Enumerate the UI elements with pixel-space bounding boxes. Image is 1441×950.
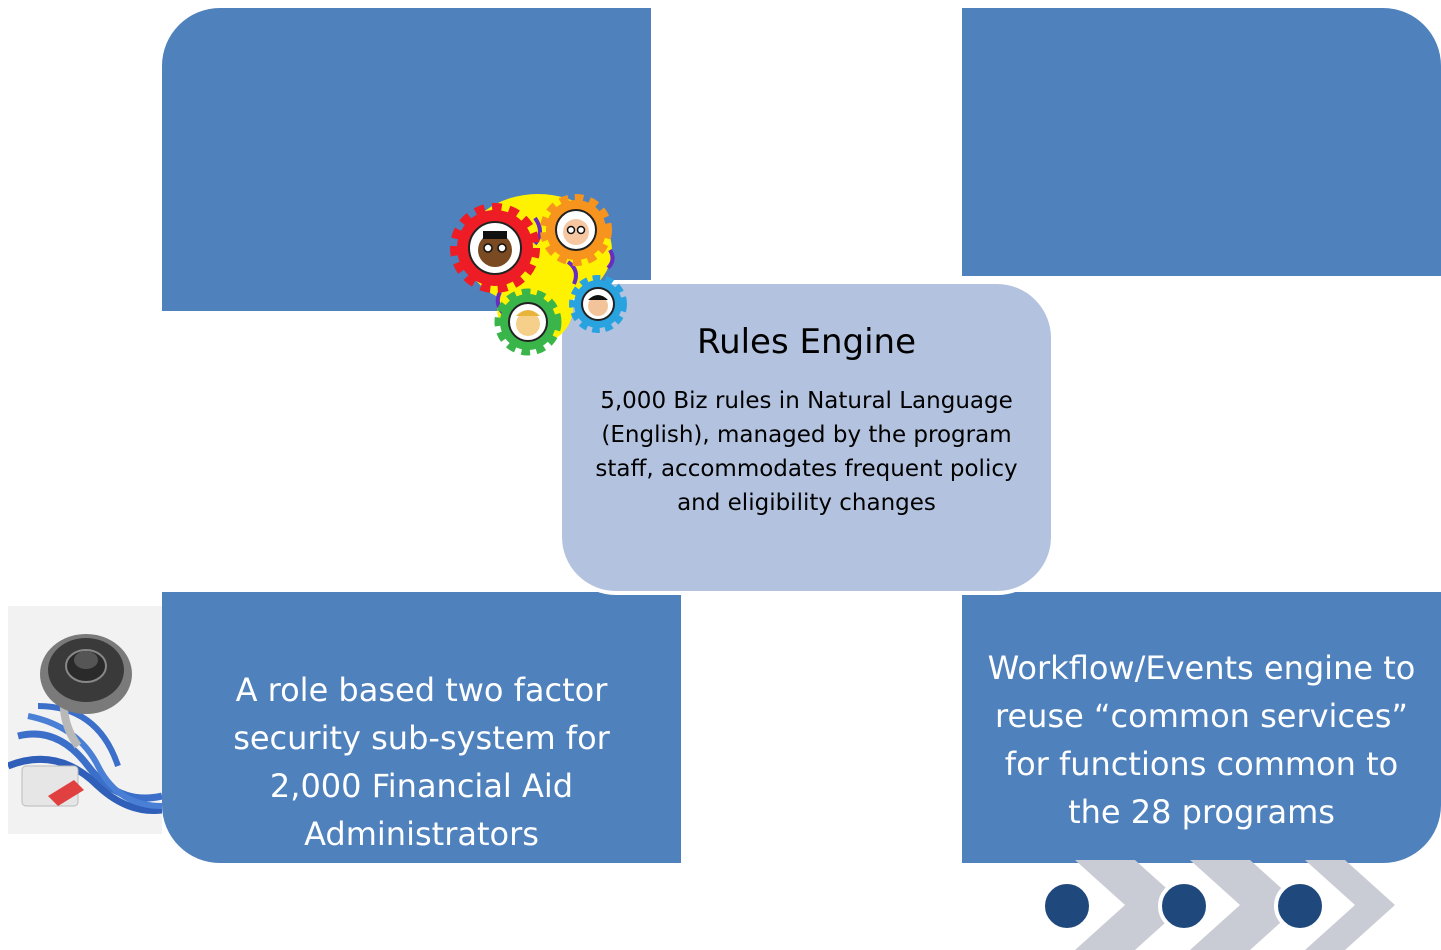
quadrant-security: A role based two factor security sub-sys…	[162, 592, 681, 863]
gears-icon	[450, 194, 627, 356]
quadrant-top-right	[962, 8, 1441, 276]
combination-lock-icon	[8, 606, 162, 834]
security-text: A role based two factor security sub-sys…	[233, 671, 610, 853]
workflow-text: Workflow/Events engine to reuse “common …	[987, 649, 1416, 831]
rules-engine-title: Rules Engine	[696, 322, 917, 362]
rules-engine-box: Rules Engine 5,000 Biz rules in Natural …	[558, 280, 1055, 595]
rules-engine-description: 5,000 Biz rules in Natural Language (Eng…	[595, 388, 1018, 516]
quadrant-workflow: Workflow/Events engine to reuse “common …	[962, 592, 1441, 863]
process-arrows-icon	[1041, 860, 1395, 950]
